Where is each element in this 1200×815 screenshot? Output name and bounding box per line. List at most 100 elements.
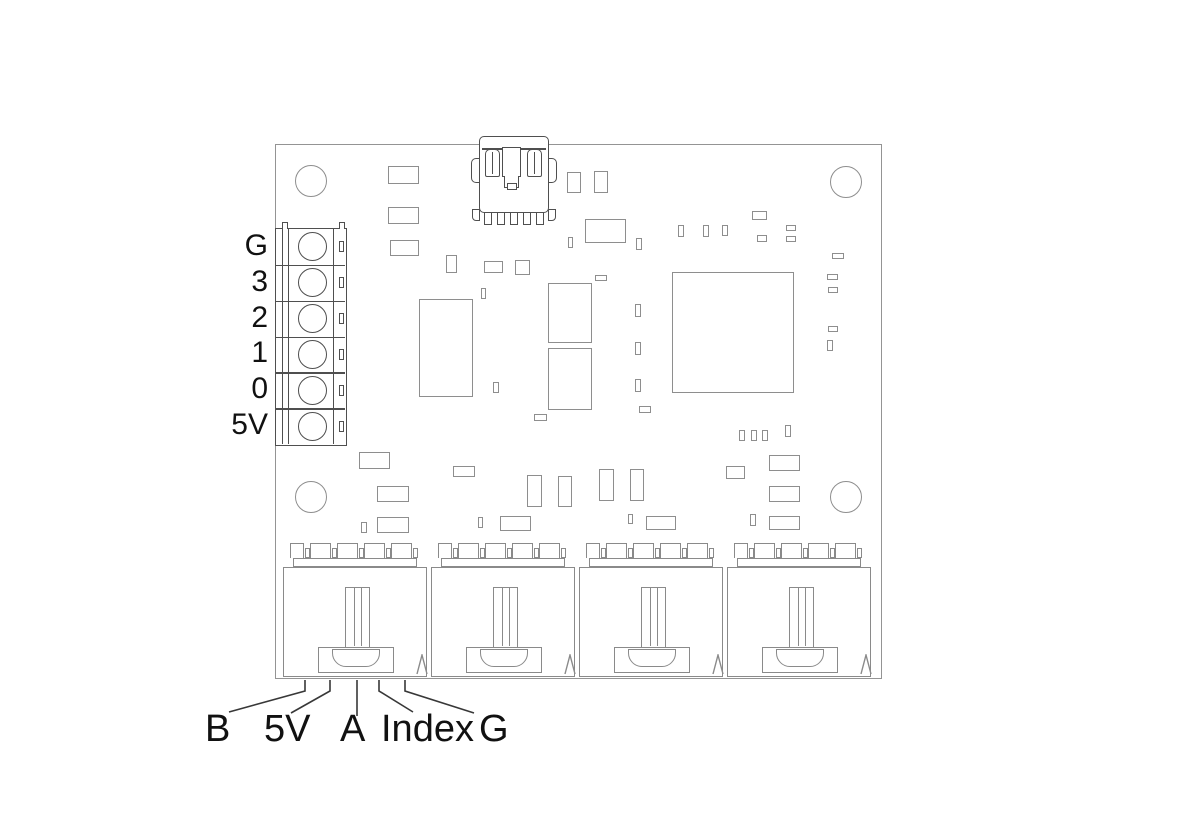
smd-component: [478, 517, 483, 528]
terminal-label-2: 2: [251, 300, 268, 334]
connector-pin-notch: [386, 548, 391, 558]
smd-component: [828, 287, 838, 293]
leader-line-index: [378, 680, 414, 713]
terminal-block-divider: [276, 300, 345, 303]
leader-line-b: [228, 680, 306, 713]
terminal-block: [275, 222, 347, 446]
smd-component: [639, 406, 651, 413]
connector-pin-tab: [539, 543, 560, 558]
connector-pin-notch: [359, 548, 364, 558]
smd-component: [361, 522, 367, 533]
smd-component: [493, 382, 499, 393]
connector-pin-notch: [682, 548, 687, 558]
connector-pin-tab: [310, 543, 331, 558]
terminal-clamp-contact: [339, 313, 344, 325]
leader-line-g: [404, 680, 475, 714]
pin-label-index: Index: [381, 708, 474, 750]
mounting-hole: [830, 481, 862, 513]
smd-component: [377, 486, 409, 502]
smd-component: [827, 340, 833, 351]
smd-component: [769, 455, 800, 471]
smd-component: [630, 469, 644, 501]
connector-key-post: [493, 587, 518, 648]
connector-key-post: [789, 587, 814, 648]
connector-key-line: [501, 588, 503, 646]
connector-pin-tab: [606, 543, 627, 558]
pin-label-5v: 5V: [264, 708, 311, 750]
smd-component: [785, 425, 791, 437]
usb-ear-left: [471, 158, 480, 183]
smd-component: [828, 326, 838, 332]
terminal-clamp-contact: [339, 241, 344, 253]
smd-component: [419, 299, 473, 397]
pin-label-b: B: [205, 708, 231, 750]
connector-pin-notch: [803, 548, 808, 558]
terminal-screw: [297, 375, 327, 405]
connector-key-line: [804, 588, 806, 646]
smd-component: [827, 274, 838, 280]
smd-component: [599, 469, 614, 501]
connector-pin-notch: [857, 548, 862, 558]
connector-key-line: [353, 588, 355, 646]
terminal-block-divider: [276, 408, 345, 410]
motor-connector-4: [727, 543, 872, 677]
smd-component: [446, 255, 457, 273]
connector-pin-strip: [441, 558, 565, 567]
connector-pin-tab: [633, 543, 654, 558]
connector-pin-notch: [507, 548, 512, 558]
connector-pin-strip: [737, 558, 861, 567]
usb-foot-right: [548, 209, 556, 221]
connector-pin-tab: [391, 543, 412, 558]
terminal-label-0: 0: [251, 372, 268, 406]
smd-component: [548, 348, 592, 410]
smd-component: [388, 166, 419, 184]
connector-key-post: [641, 587, 666, 648]
smd-component: [739, 430, 745, 441]
connector-pin-notch: [655, 548, 660, 558]
smd-component: [484, 261, 503, 273]
connector-pin-notch: [453, 548, 458, 558]
connector-pin-strip: [589, 558, 713, 567]
connector-pin-tab: [808, 543, 829, 558]
pin-label-a: A: [340, 708, 366, 750]
terminal-label-1: 1: [251, 336, 268, 370]
smd-component: [377, 517, 409, 533]
motor-connector-1: [283, 543, 428, 677]
connector-pin-tab: [337, 543, 358, 558]
smd-component: [726, 466, 745, 479]
smd-component: [722, 225, 728, 236]
terminal-label-3: 3: [251, 264, 268, 298]
smd-component: [628, 514, 633, 524]
smd-component: [635, 304, 641, 317]
smd-component: [751, 430, 757, 441]
terminal-label-g: G: [244, 228, 268, 262]
smd-component: [595, 275, 607, 281]
smd-component: [678, 225, 684, 237]
pin-label-g: G: [479, 708, 509, 750]
smd-component: [752, 211, 767, 220]
smd-component: [762, 430, 768, 441]
connector-pin-tab: [687, 543, 708, 558]
usb-tongue-tip: [507, 183, 517, 190]
smd-component: [750, 514, 756, 526]
connector-pin-tab: [754, 543, 775, 558]
terminal-screw: [297, 411, 327, 441]
smd-component: [500, 516, 531, 531]
connector-key-line: [649, 588, 651, 646]
smd-component: [703, 225, 709, 237]
connector-polarity-notch: [860, 654, 872, 675]
terminal-block-divider: [276, 264, 345, 267]
terminal-block-top-tab: [282, 222, 288, 229]
connector-pin-notch: [480, 548, 485, 558]
smd-component: [585, 219, 626, 243]
smd-component: [786, 236, 796, 242]
connector-polarity-notch: [564, 654, 576, 675]
connector-pin-tab: [586, 543, 600, 558]
smd-component: [481, 288, 486, 299]
connector-pin-notch: [413, 548, 418, 558]
usb-clip-right-line: [534, 152, 536, 174]
smd-component: [453, 466, 475, 477]
smd-component: [769, 486, 800, 502]
